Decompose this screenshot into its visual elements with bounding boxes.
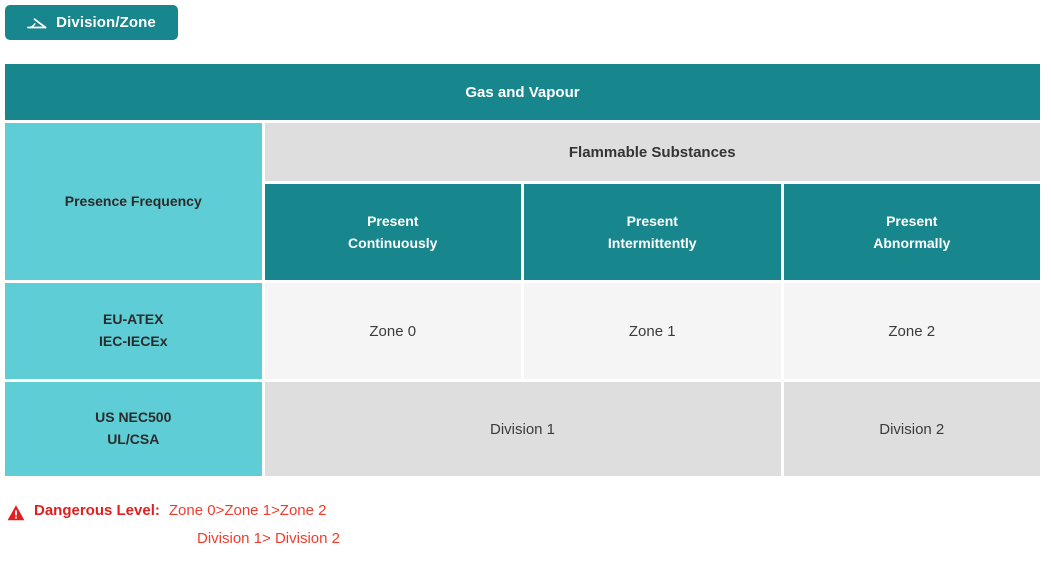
row-header-line2: UL/CSA: [107, 431, 160, 447]
dangerous-level-note: Dangerous Level: Zone 0>Zone 1>Zone 2 Di…: [7, 502, 567, 558]
cell-division-2: Division 2: [783, 382, 1040, 476]
table-row-title: Gas and Vapour: [5, 64, 1040, 120]
warning-triangle-icon: [7, 504, 25, 522]
sub-header-present-abnormally: Present Abnormally: [783, 184, 1040, 280]
row-header-line1: US NEC500: [95, 409, 172, 426]
table-row: EU-ATEX IEC-IECEx Zone 0 Zone 1 Zone 2: [5, 283, 1040, 379]
note-line-second: Division 1> Division 2: [7, 530, 567, 558]
note-line-first: Dangerous Level: Zone 0>Zone 1>Zone 2: [7, 502, 567, 530]
row-header-line2: IEC-IECEx: [99, 333, 168, 349]
table-row-sub-headers: Present Continuously Present Intermitten…: [5, 184, 1040, 280]
angle-icon: [27, 17, 47, 29]
table-row-group-header: Presence Frequency Flammable Substances: [5, 123, 1040, 280]
row-header-eu-atex: EU-ATEX IEC-IECEx: [5, 283, 262, 379]
tab-division-zone[interactable]: Division/Zone: [5, 5, 178, 40]
cell-zone-2: Zone 2: [783, 283, 1040, 379]
table-title-cell: Gas and Vapour: [5, 64, 1040, 120]
table-row: US NEC500 UL/CSA Division 1 Division 2: [5, 382, 1040, 476]
row-header-us-nec500: US NEC500 UL/CSA: [5, 382, 262, 476]
cell-division-1: Division 1: [264, 382, 781, 476]
division-zone-table: Gas and Vapour Presence Frequency Flamma…: [5, 64, 1046, 476]
sub-header-line2: Intermittently: [607, 235, 697, 251]
cell-zone-0: Zone 0: [264, 283, 521, 379]
sub-header-line1: Present: [886, 212, 938, 229]
group-header-flammable-substances: Flammable Substances: [264, 123, 1040, 181]
note-value-divisions: Division 1> Division 2: [197, 530, 340, 547]
tab-label: Division/Zone: [56, 14, 156, 31]
sub-header-line2: Abnormally: [873, 235, 951, 251]
sub-header-present-continuously: Present Continuously: [264, 184, 521, 280]
sub-header-line1: Present: [367, 212, 419, 229]
sub-header-present-intermittently: Present Intermittently: [524, 184, 781, 280]
note-value-zones: Zone 0>Zone 1>Zone 2: [168, 502, 327, 519]
note-title: Dangerous Level:: [34, 502, 160, 519]
cell-zone-1: Zone 1: [524, 283, 781, 379]
row-header-line1: EU-ATEX: [103, 311, 164, 328]
sub-header-line2: Continuously: [348, 235, 438, 251]
sub-header-line1: Present: [626, 212, 678, 229]
row-header-presence-frequency: Presence Frequency: [5, 123, 262, 280]
